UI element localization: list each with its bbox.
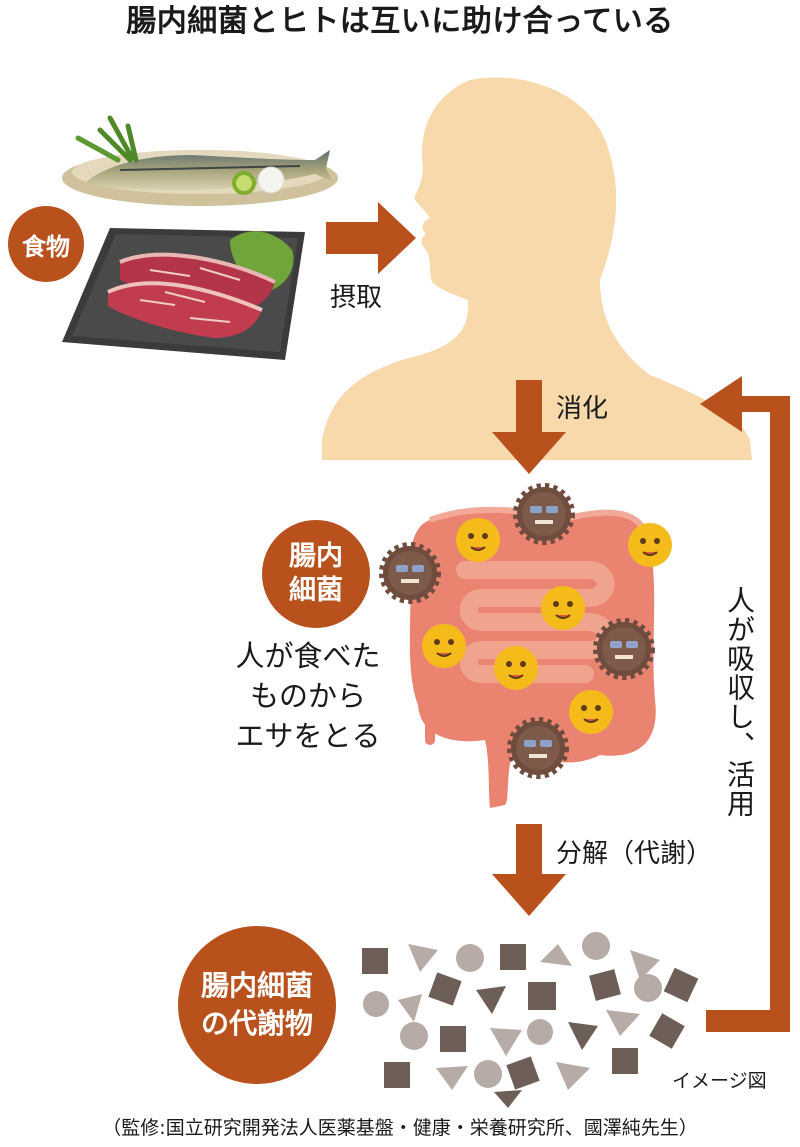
decompose-label: 分解（代謝） bbox=[556, 839, 713, 869]
good-bacteria-group bbox=[422, 518, 672, 734]
good-bacterium bbox=[569, 690, 613, 734]
metabolite-badge-line1: 腸内細菌 bbox=[200, 969, 313, 1002]
bad-bacterium bbox=[593, 618, 655, 680]
absorption-return-arrow bbox=[700, 376, 790, 1032]
bad-bacterium bbox=[379, 542, 441, 604]
good-bacterium bbox=[494, 646, 538, 690]
fish-plate-illustration bbox=[62, 115, 338, 206]
digestion-arrow bbox=[492, 380, 566, 474]
metabolite-badge: 腸内細菌 の代謝物 bbox=[178, 926, 336, 1084]
gut-bacteria-badge-line1: 腸内 bbox=[289, 541, 343, 572]
bacteria-feed-text: 人が食べた ものから エサをとる bbox=[218, 636, 398, 756]
good-bacterium bbox=[541, 586, 585, 630]
bad-bacteria-group bbox=[379, 483, 655, 779]
source-credit: （監修:国立研究開発法人医薬基盤・健康・栄養研究所、國澤純先生） bbox=[102, 1117, 698, 1139]
intake-label: 摂取 bbox=[330, 283, 383, 313]
image-note: イメージ図 bbox=[672, 1070, 767, 1092]
metabolite-badge-line2: の代謝物 bbox=[200, 1007, 313, 1040]
food-badge-label: 食物 bbox=[22, 232, 70, 261]
metabolite-particles bbox=[362, 932, 699, 1108]
intake-arrow bbox=[326, 202, 416, 274]
bacteria-feed-line1: 人が食べた bbox=[235, 639, 381, 673]
decompose-arrow bbox=[492, 824, 566, 916]
human-silhouette bbox=[322, 77, 752, 460]
gut-bacteria-badge-line2: 細菌 bbox=[289, 575, 343, 606]
good-bacterium bbox=[422, 624, 466, 668]
food-badge: 食物 bbox=[8, 206, 84, 282]
bacteria-feed-line2: ものから bbox=[249, 679, 366, 713]
page-title: 腸内細菌とヒトは互いに助け合っている bbox=[126, 4, 674, 39]
bad-bacterium bbox=[513, 483, 575, 545]
gut-bacteria-badge: 腸内 細菌 bbox=[262, 520, 370, 628]
steak-plate-illustration bbox=[62, 228, 305, 360]
bad-bacterium bbox=[507, 717, 569, 779]
digestion-label: 消化 bbox=[556, 394, 609, 424]
good-bacterium bbox=[456, 518, 500, 562]
absorb-label: 人が吸収し、活用 bbox=[723, 586, 756, 818]
good-bacterium bbox=[628, 523, 672, 567]
bacteria-feed-line3: エサをとる bbox=[235, 719, 381, 753]
